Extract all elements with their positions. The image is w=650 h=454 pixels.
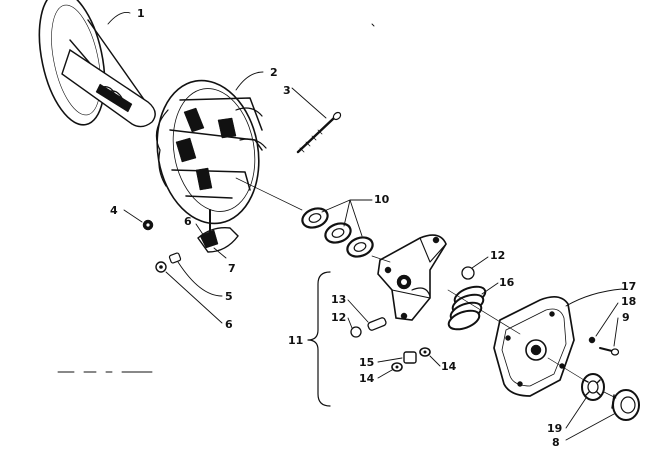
part-12-ball-lower xyxy=(350,326,362,338)
group-bracket-11 xyxy=(307,271,331,407)
part-6-7-roller-weight xyxy=(197,209,239,253)
callout-16: 16 xyxy=(499,276,515,289)
callout-12a: 12 xyxy=(490,249,505,262)
part-3-bolt xyxy=(296,111,342,154)
part-2-spider-housing xyxy=(155,79,267,225)
callout-5: 5 xyxy=(225,290,233,303)
callout-labels: 1 2 3 4 6 7 5 6 10 12 16 13 12 11 15 14 … xyxy=(110,7,636,449)
part-14-washers xyxy=(391,347,431,372)
callout-3: 3 xyxy=(283,84,291,97)
assembly-axis-line xyxy=(235,177,617,399)
callout-12b: 12 xyxy=(331,311,346,324)
part-10-washers xyxy=(301,207,374,258)
callout-19: 19 xyxy=(547,422,562,435)
callout-2: 2 xyxy=(270,66,278,79)
callout-10: 10 xyxy=(374,193,390,206)
part-4-nut xyxy=(142,219,154,231)
part-5-pin xyxy=(168,252,182,264)
callout-11: 11 xyxy=(288,334,303,347)
callout-4: 4 xyxy=(110,204,118,217)
part-19-lock-washer xyxy=(581,373,605,401)
callout-6b: 6 xyxy=(225,318,233,331)
scan-dash-marks xyxy=(57,23,375,373)
part-13-pin xyxy=(367,317,387,331)
callout-9: 9 xyxy=(622,311,630,324)
callout-18: 18 xyxy=(621,295,636,308)
callout-13: 13 xyxy=(331,293,346,306)
part-9-screw xyxy=(599,347,620,356)
callout-15: 15 xyxy=(359,356,374,369)
leader-lines xyxy=(107,12,623,441)
callout-8: 8 xyxy=(552,436,560,449)
part-8-cap xyxy=(611,389,640,421)
part-12-ball-upper xyxy=(461,266,475,280)
part-17-cover xyxy=(493,295,575,397)
part-15-roller xyxy=(403,351,417,364)
part-11-spider xyxy=(377,234,447,321)
callout-14b: 14 xyxy=(441,360,457,373)
part-1-drive-sheave xyxy=(38,0,156,128)
callout-14a: 14 xyxy=(359,372,375,385)
callout-7: 7 xyxy=(228,262,236,275)
callout-6a: 6 xyxy=(184,215,192,228)
part-18-washer xyxy=(588,336,596,344)
callout-1: 1 xyxy=(137,7,145,20)
callout-17: 17 xyxy=(621,280,636,293)
part-6-lower-nut xyxy=(155,261,167,273)
part-16-spring xyxy=(447,285,487,331)
